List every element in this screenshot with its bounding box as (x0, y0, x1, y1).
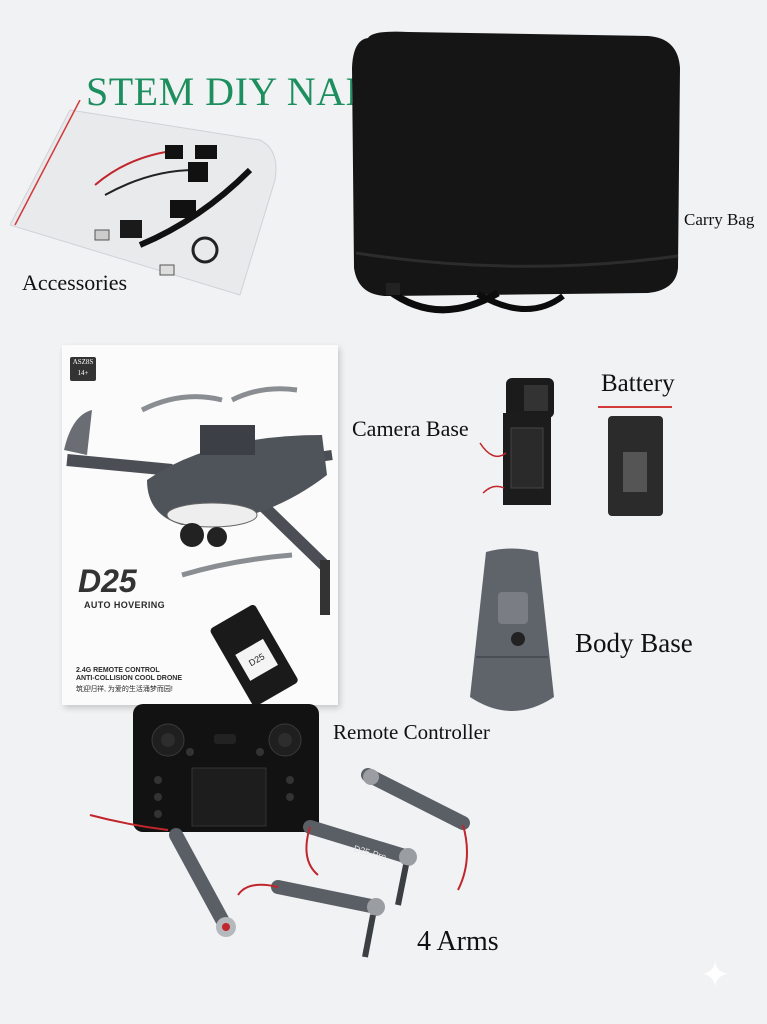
box-brand: D25 (78, 563, 137, 599)
battery-wire-mark (598, 406, 672, 408)
accessories-bag-image (10, 100, 277, 296)
body-base-label: Body Base (575, 628, 693, 658)
box-feature-3: 筑迎归祥, 为爱的生活涌梦而园! (76, 686, 173, 693)
remote-controller-image (133, 704, 319, 832)
age-rating: 14+ (77, 369, 89, 377)
arms-image: D25-Pro (89, 768, 470, 958)
carry-bag-label: Carry Bag (684, 210, 755, 229)
accessories-label: Accessories (22, 270, 128, 295)
spare-battery-image: D25 (210, 605, 298, 705)
battery-label: Battery (601, 370, 675, 397)
drone-image (64, 386, 333, 615)
product-box: ASZ8S 14+ D25 AUTO HOVERING 2.4G REMOTE … (62, 345, 338, 705)
box-tagline: AUTO HOVERING (84, 600, 166, 610)
carry-bag-image (352, 31, 680, 314)
box-feature-2: ANTI-COLLISION COOL DRONE (76, 675, 183, 682)
age-badge: ASZ8S 14+ (70, 357, 96, 381)
age-code: ASZ8S (72, 358, 94, 366)
arms-label: 4 Arms (417, 926, 499, 957)
battery-image (608, 416, 663, 516)
camera-base-image (479, 378, 554, 505)
body-base-image (470, 548, 554, 711)
camera-base-label: Camera Base (352, 416, 469, 441)
box-feature-1: 2.4G REMOTE CONTROL (76, 667, 160, 674)
sparkle-icon: ✦ (700, 955, 731, 996)
remote-controller-label: Remote Controller (333, 720, 490, 744)
